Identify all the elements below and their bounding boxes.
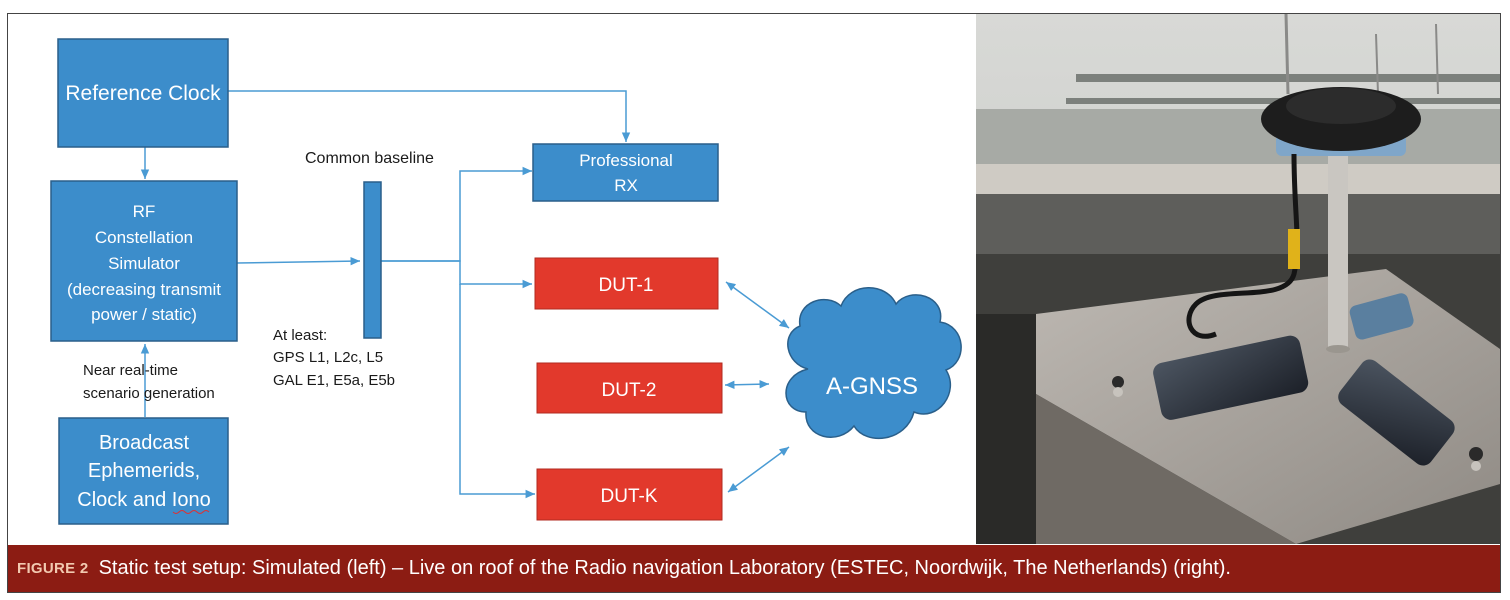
simulator-to-baseline-arrow [236, 256, 361, 266]
dut-k-label: DUT-K [601, 486, 658, 507]
reference-clock-label: Reference Clock [65, 82, 221, 105]
rf-simulator-line-5: power / static) [91, 305, 197, 324]
connectors [140, 90, 790, 499]
rooftop-photo [976, 14, 1500, 544]
near-realtime-line-2: scenario generation [83, 385, 215, 402]
dut-1-box: DUT-1 [534, 257, 719, 310]
dut-k-box: DUT-K [536, 468, 723, 521]
professional-rx-line-1: Professional [579, 151, 673, 170]
rf-simulator-line-4: (decreasing transmit [67, 280, 221, 299]
professional-rx-box: Professional RX [532, 143, 719, 202]
broadcast-line-1: Broadcast [99, 432, 189, 454]
rf-simulator-box: RF Constellation Simulator (decreasing t… [50, 180, 238, 342]
dut-2-box: DUT-2 [536, 362, 723, 414]
at-least-line-2: GPS L1, L2c, L5 [273, 349, 383, 366]
broadcast-line-3: Clock and Iono [77, 489, 210, 511]
dut-1-label: DUT-1 [599, 275, 654, 296]
agnss-cloud: A-GNSS [785, 287, 962, 440]
professional-rx-line-2: RX [614, 176, 638, 195]
common-baseline-bar [363, 181, 382, 339]
figure-caption-text: Static test setup: Simulated (left) – Li… [98, 557, 1231, 579]
dut1-agnss-arrow [725, 281, 790, 329]
dutk-agnss-arrow [727, 446, 790, 493]
baseline-to-dutk-arrow [459, 284, 535, 499]
figure-caption: FIGURE 2 Static test setup: Simulated (l… [8, 545, 1500, 592]
at-least-line-1: At least: [273, 327, 327, 344]
reference-clock-box: Reference Clock [57, 38, 229, 148]
baseline-to-dut1-arrow [381, 260, 532, 289]
rf-simulator-line-2: Constellation [95, 228, 193, 247]
rf-simulator-line-3: Simulator [108, 254, 180, 273]
dut-2-label: DUT-2 [602, 380, 657, 401]
near-realtime-line-1: Near real-time [83, 362, 178, 379]
at-least-line-3: GAL E1, E5a, E5b [273, 372, 395, 389]
common-baseline-label: Common baseline [305, 150, 434, 167]
broadcast-box: Broadcast Ephemerids, Clock and Iono [58, 417, 229, 525]
clock-to-professional-rx-arrow [228, 90, 631, 142]
test-setup-diagram: Reference Clock RF Constellation Simulat… [8, 14, 974, 544]
broadcast-line-2: Ephemerids, [88, 460, 200, 482]
agnss-label: A-GNSS [826, 373, 918, 400]
dut2-agnss-arrow [724, 380, 770, 389]
spellcheck-underline [172, 510, 210, 514]
rf-simulator-line-1: RF [133, 202, 156, 221]
baseline-to-professional-rx-arrow [381, 166, 532, 262]
figure-label: FIGURE 2 [17, 560, 89, 577]
